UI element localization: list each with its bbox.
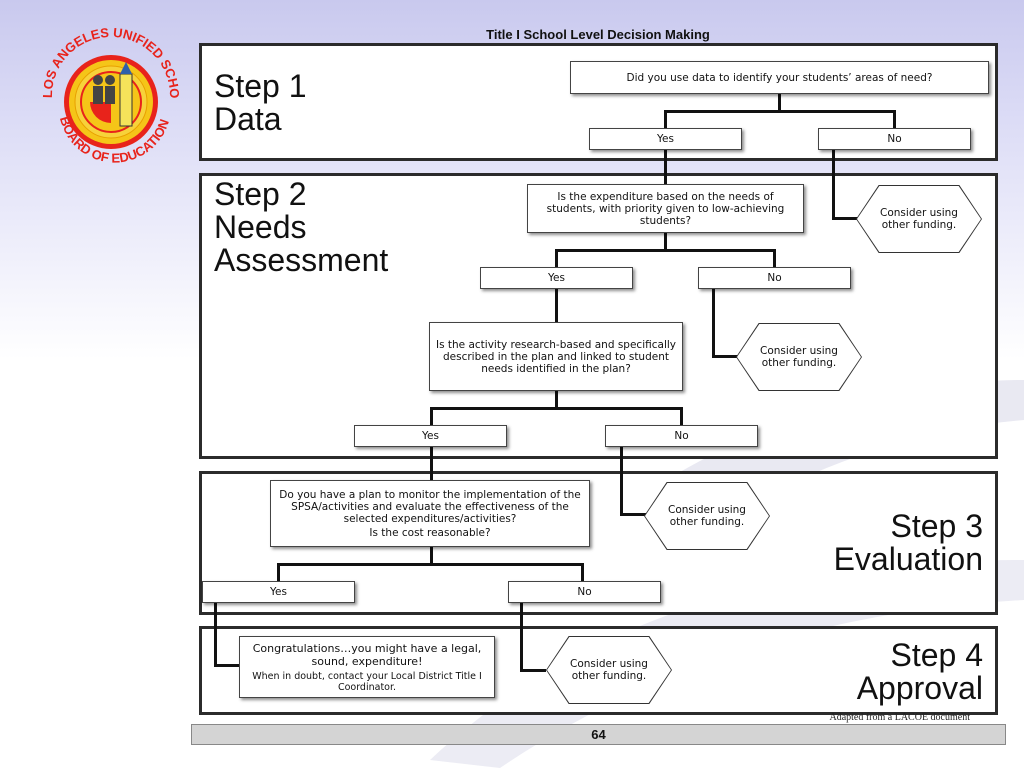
consider-text: Consider using other funding.: [547, 637, 671, 703]
answer-1-yes: Yes: [589, 128, 742, 150]
connector: [778, 94, 781, 112]
consider-other-funding-1: Consider using other funding.: [856, 185, 982, 253]
connector: [664, 110, 667, 128]
connector: [277, 563, 280, 581]
step-4-name: Approval: [856, 670, 983, 706]
question-1-box: Did you use data to identify your studen…: [570, 61, 989, 94]
connector: [620, 513, 648, 516]
question-2-box: Is the expenditure based on the needs of…: [527, 184, 804, 233]
step-2-name-2: Assessment: [214, 242, 389, 278]
connector: [555, 249, 776, 252]
connector: [430, 407, 433, 425]
connector: [712, 355, 740, 358]
connector: [832, 217, 860, 220]
source-credit: Adapted from a LACOE document: [829, 712, 970, 723]
step-1-number: Step 1: [214, 68, 307, 104]
step-2-name-1: Needs: [214, 209, 307, 245]
step-3-name: Evaluation: [833, 541, 983, 577]
connector: [555, 249, 558, 267]
connector: [773, 249, 776, 267]
connector: [555, 289, 558, 323]
step-1-name: Data: [214, 101, 282, 137]
step-1-label: Step 1 Data: [214, 70, 307, 136]
consider-text: Consider using other funding.: [857, 186, 981, 252]
connector: [620, 447, 623, 515]
page-number: 64: [591, 727, 606, 742]
congratulations-box: Congratulations…you might have a legal, …: [239, 636, 495, 698]
connector: [430, 447, 433, 480]
contact-coordinator-text: When in doubt, contact your Local Distri…: [252, 670, 482, 693]
answer-4-no: No: [508, 581, 661, 603]
page-title: Title I School Level Decision Making: [486, 27, 710, 42]
question-2-text: Is the expenditure based on the needs of…: [546, 190, 785, 227]
question-4-text: Do you have a plan to monitor the implem…: [279, 488, 581, 525]
question-1-text: Did you use data to identify your studen…: [626, 71, 933, 84]
connector: [581, 563, 584, 581]
consider-text: Consider using other funding.: [737, 324, 861, 390]
answer-4-yes: Yes: [202, 581, 355, 603]
congratulations-text: Congratulations…you might have a legal, …: [252, 641, 482, 668]
step-2-number: Step 2: [214, 176, 307, 212]
connector: [277, 563, 584, 566]
step-4-label: Step 4 Approval: [770, 639, 983, 705]
connector: [520, 669, 546, 672]
connector: [664, 150, 667, 184]
connector: [214, 603, 217, 666]
answer-2-no: No: [698, 267, 851, 289]
connector: [555, 391, 558, 409]
answer-2-yes: Yes: [480, 267, 633, 289]
consider-text: Consider using other funding.: [645, 483, 769, 549]
connector: [664, 233, 667, 251]
consider-other-funding-3: Consider using other funding.: [644, 482, 770, 550]
connector: [664, 110, 896, 113]
connector: [680, 407, 683, 425]
connector: [712, 289, 715, 357]
connector: [214, 664, 240, 667]
connector: [430, 547, 433, 565]
answer-1-no: No: [818, 128, 971, 150]
connector: [430, 407, 683, 410]
consider-other-funding-4: Consider using other funding.: [546, 636, 672, 704]
lausd-seal: LOS ANGELES UNIFIED SCHOOL DISTRICT BOAR…: [25, 6, 188, 166]
step-3-label: Step 3 Evaluation: [770, 510, 983, 576]
step-2-label: Step 2 Needs Assessment: [214, 178, 388, 277]
consider-other-funding-2: Consider using other funding.: [736, 323, 862, 391]
step-4-number: Step 4: [890, 637, 983, 673]
step-3-number: Step 3: [890, 508, 983, 544]
answer-3-no: No: [605, 425, 758, 447]
connector: [832, 150, 835, 219]
question-4b-text: Is the cost reasonable?: [369, 526, 491, 539]
answer-3-yes: Yes: [354, 425, 507, 447]
question-4-box: Do you have a plan to monitor the implem…: [270, 480, 590, 547]
connector: [520, 603, 523, 671]
page-number-bar: 64: [191, 724, 1006, 745]
question-3-text: Is the activity research-based and speci…: [435, 338, 676, 375]
question-3-box: Is the activity research-based and speci…: [429, 322, 683, 391]
connector: [893, 110, 896, 128]
